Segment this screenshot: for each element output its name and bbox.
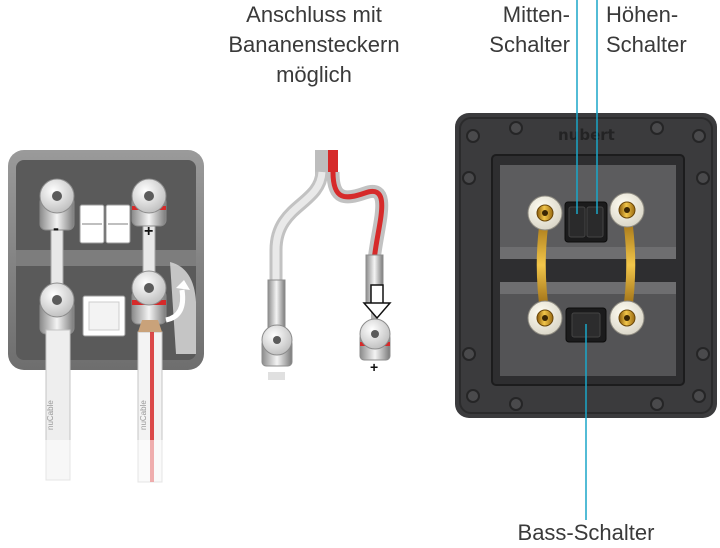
plus-sign-left: +	[144, 223, 153, 240]
minus-sign-left: -	[53, 218, 59, 238]
bass-switch-label: Bass-Schalter	[517, 520, 655, 545]
brand-logo: nubert	[558, 126, 615, 144]
plus-sign-middle: +	[370, 359, 378, 375]
terminal-block-left: - + nuCable nuCable	[0, 150, 210, 547]
rotate-arrow-icon	[165, 289, 186, 323]
binding-post-top-left	[527, 195, 563, 231]
mid-high-switches	[564, 201, 608, 243]
panel-screws	[462, 121, 710, 411]
stripped-wire	[138, 320, 162, 332]
banana-plug-minus-sleeve	[267, 279, 286, 331]
high-switch-label-line1: Höhen-	[606, 2, 679, 27]
binding-post-bottom-left	[527, 300, 563, 336]
banana-plug-label-line2: Bananensteckern	[228, 32, 400, 57]
banana-plug-label-line1: Anschluss mit	[246, 2, 382, 27]
high-switch-label-line2: Schalter	[606, 32, 687, 57]
terminal-top-plus	[131, 178, 167, 227]
binding-post-bottom-right	[609, 300, 645, 336]
terminal-minus-middle	[261, 324, 293, 367]
gold-bridge-right	[622, 214, 636, 316]
recess-ledge	[16, 250, 196, 266]
mid-switch-label-line2: Schalter	[489, 32, 570, 57]
terminal-bottom-minus	[39, 282, 75, 335]
insert-arrow-icon	[362, 284, 392, 320]
terminal-bottom-plus	[131, 270, 167, 325]
banana-plug-cable: - +	[261, 150, 392, 382]
terminal-plus-middle	[359, 318, 391, 361]
terminal-top-minus	[39, 178, 75, 231]
cable-print-right: nuCable	[139, 400, 148, 430]
banana-plug-label-line3: möglich	[276, 62, 352, 87]
high-switch	[586, 206, 604, 238]
mid-switch-label-line1: Mitten-	[502, 2, 570, 27]
cable-print-left: nuCable	[46, 400, 55, 430]
binding-post-top-right	[609, 192, 645, 228]
speaker-terminal-panel: nubert	[455, 0, 717, 520]
